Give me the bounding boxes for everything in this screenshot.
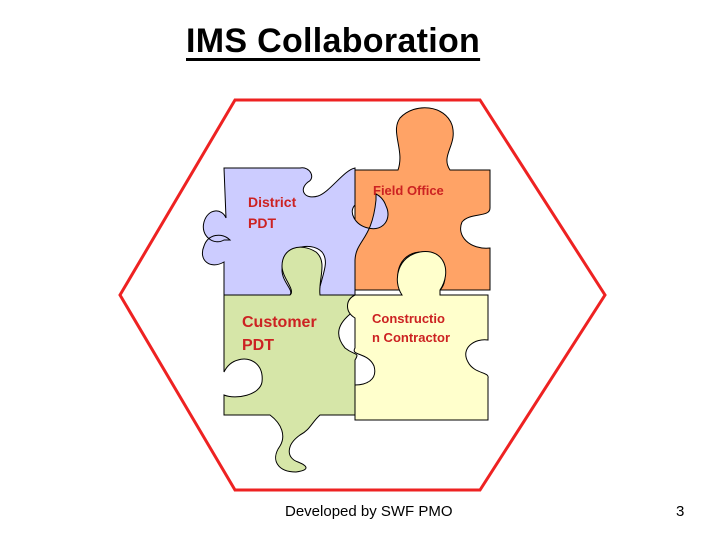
hexagon-frame: [118, 98, 607, 492]
construction-label-line2: n Contractor: [372, 330, 450, 345]
slide-title: IMS Collaboration: [186, 22, 481, 60]
field-office-label: Field Office: [373, 183, 444, 198]
page-number: 3: [676, 503, 685, 520]
customer-pdt-piece: [223, 246, 358, 473]
district-label-line2: PDT: [248, 215, 276, 231]
slide-footer: Developed by SWF PMO: [285, 503, 453, 520]
customer-label-line1: Customer: [242, 314, 317, 331]
construction-contractor-piece: [347, 251, 489, 421]
customer-label-line2: PDT: [242, 337, 274, 354]
district-label-line1: District: [248, 194, 297, 210]
construction-label-line1: Constructio: [372, 311, 445, 326]
